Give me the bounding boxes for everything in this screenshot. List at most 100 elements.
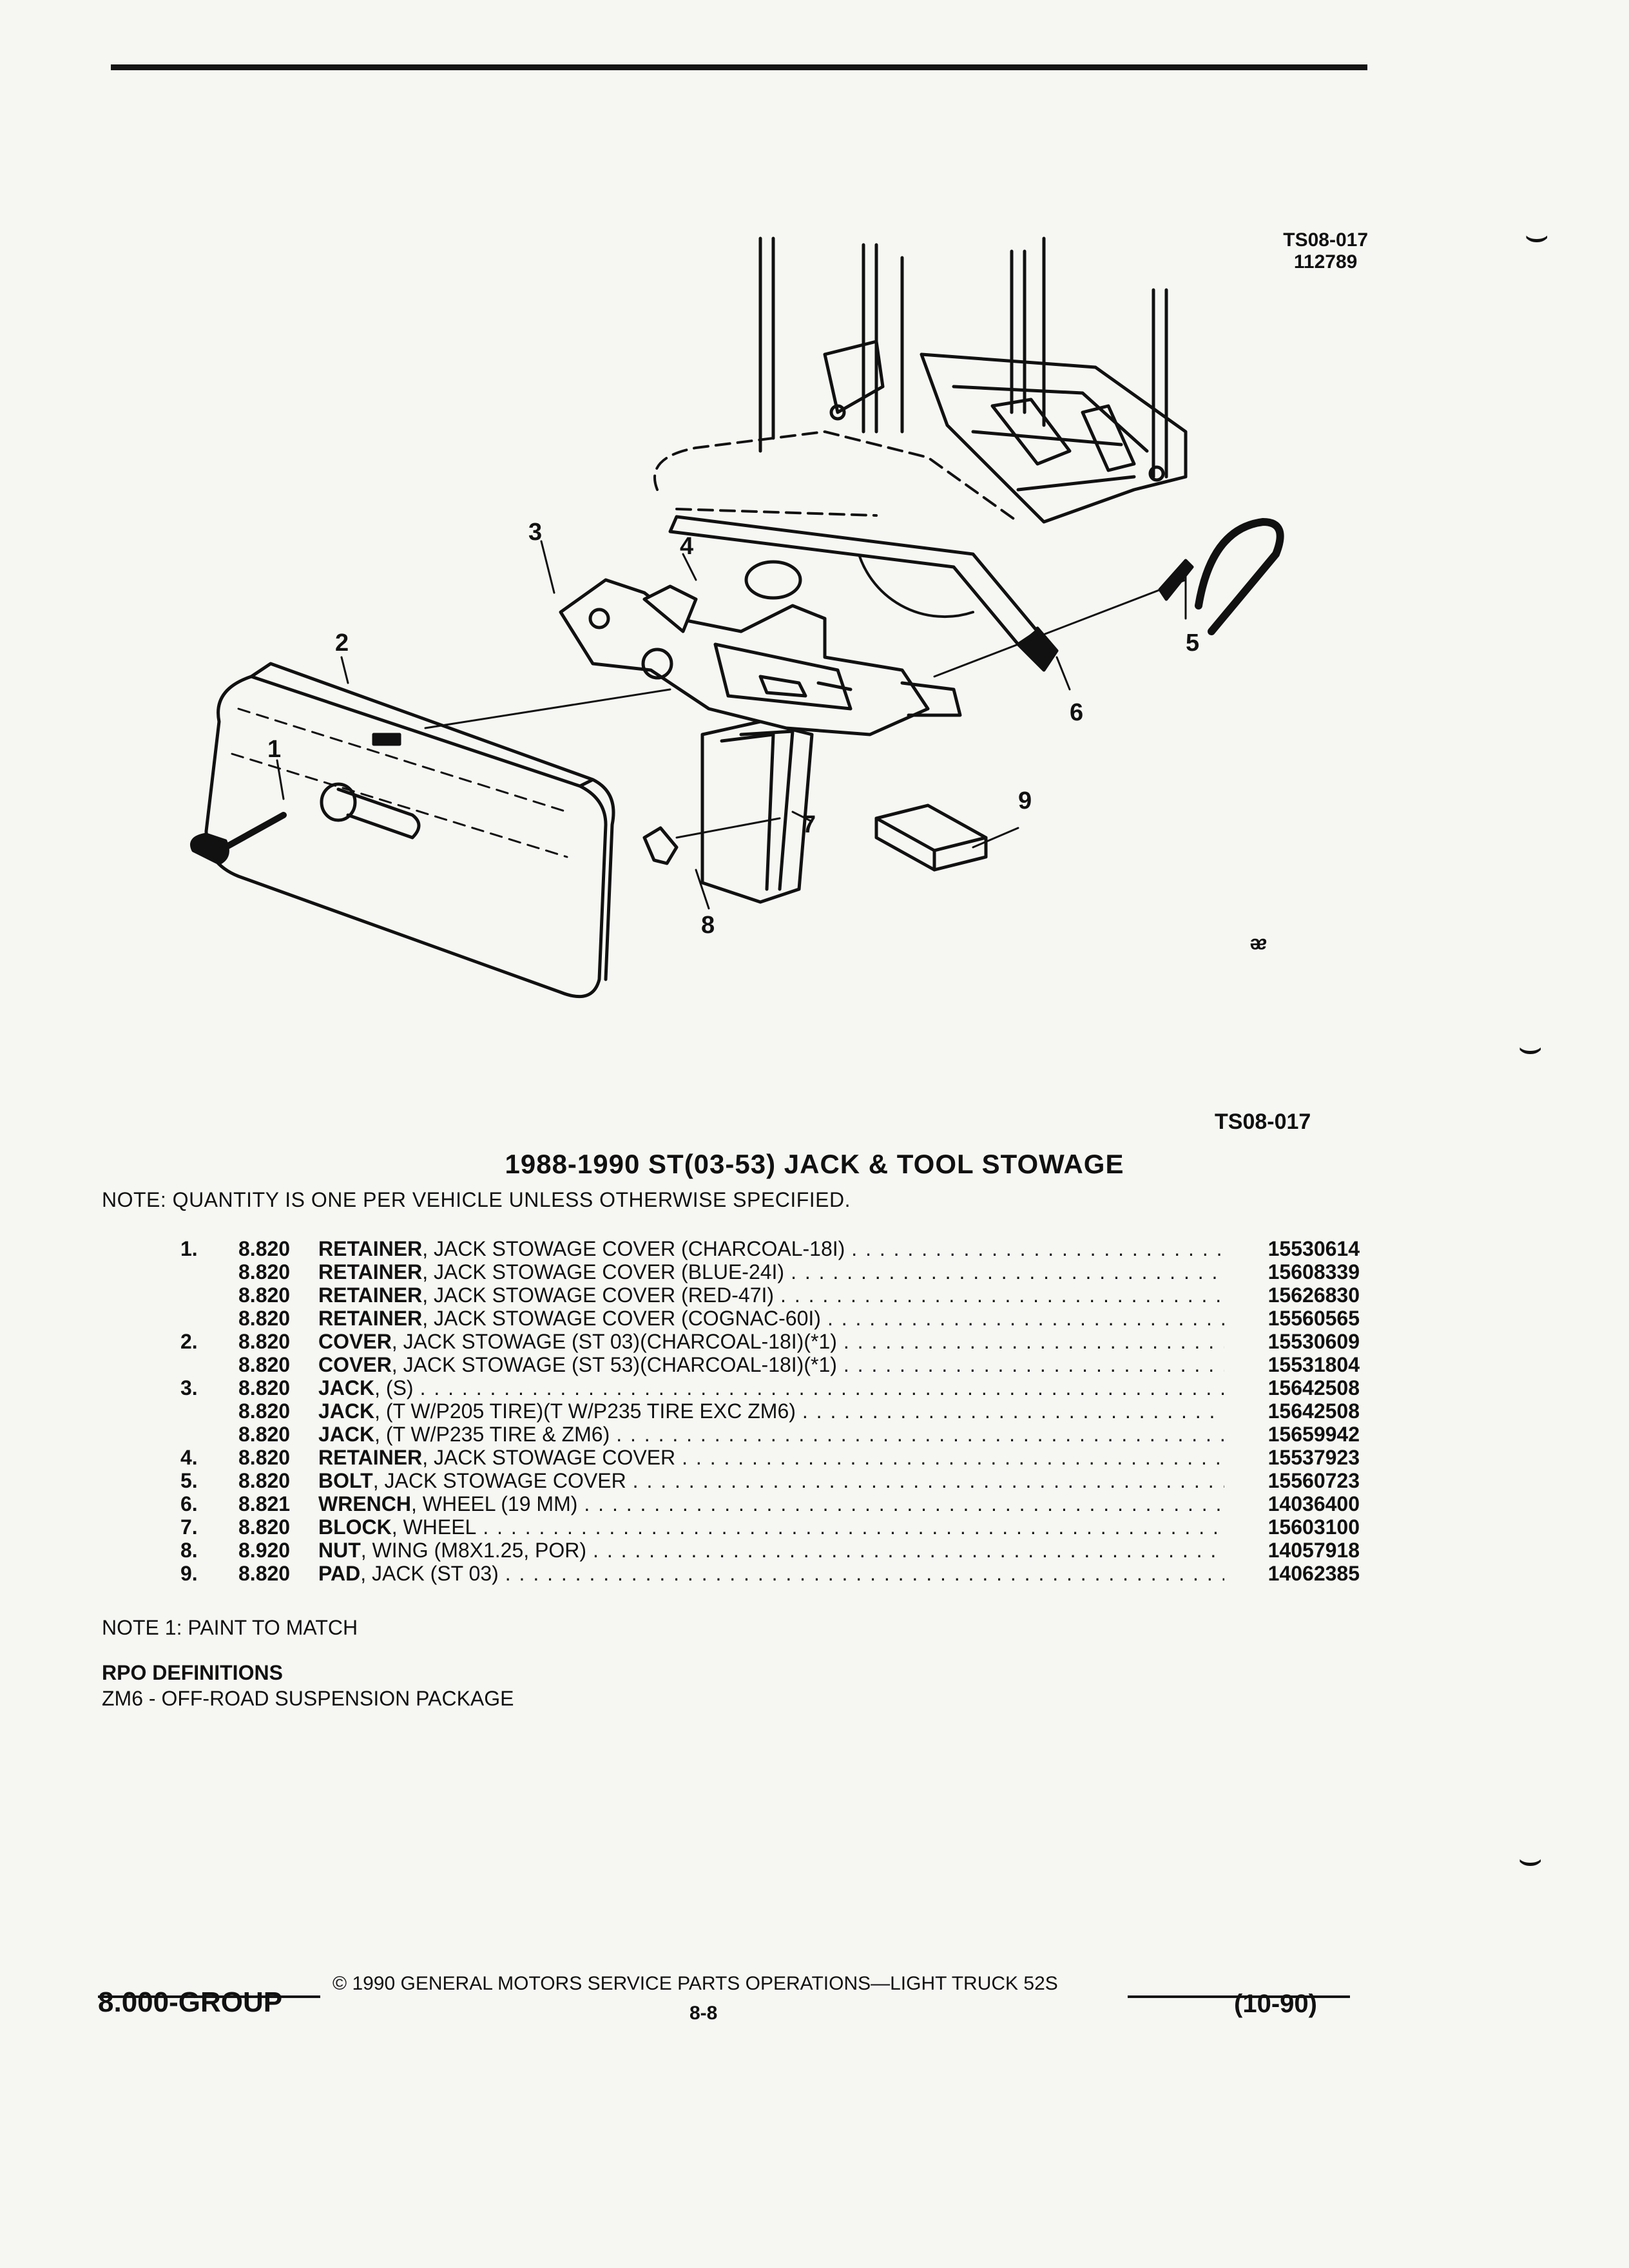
callout-8: 8 xyxy=(701,912,715,939)
footer-page-number: 8-8 xyxy=(689,2003,718,2024)
footer-rule-right xyxy=(1128,1995,1350,1998)
parts-row: 8.820 RETAINER, JACK STOWAGE COVER (COGNA… xyxy=(174,1307,1360,1330)
group-number: 8.821 xyxy=(238,1492,291,1515)
part-name: RETAINER xyxy=(318,1283,423,1307)
part-description: RETAINER, JACK STOWAGE COVER (COGNAC-60I… xyxy=(318,1307,1224,1330)
part-description: WRENCH, WHEEL (19 MM) xyxy=(318,1492,1224,1515)
part-number: 15560723 xyxy=(1268,1469,1360,1492)
part-name: JACK xyxy=(318,1376,375,1399)
wing-nut xyxy=(642,826,679,865)
jack-pad xyxy=(874,803,988,872)
callout-6: 6 xyxy=(1070,699,1083,726)
part-detail: , JACK STOWAGE (ST 53)(CHARCOAL-18I)(*1) xyxy=(391,1353,837,1376)
part-number: 15659942 xyxy=(1268,1423,1360,1446)
group-number: 8.920 xyxy=(238,1539,291,1562)
group-number: 8.820 xyxy=(238,1260,291,1283)
part-number: 15537923 xyxy=(1268,1446,1360,1469)
figure-code-block: TS08-017 112789 xyxy=(1283,229,1368,273)
part-description: COVER, JACK STOWAGE (ST 53)(CHARCOAL-18I… xyxy=(318,1353,1224,1376)
item-number: 2. xyxy=(180,1330,198,1353)
figure-number: 112789 xyxy=(1293,251,1358,273)
group-number: 8.820 xyxy=(238,1283,291,1307)
part-name: RETAINER xyxy=(318,1307,423,1330)
part-number: 15642508 xyxy=(1268,1376,1360,1399)
part-name: WRENCH xyxy=(318,1492,411,1515)
callout-2: 2 xyxy=(335,629,349,657)
jack-stowage-cover xyxy=(204,662,615,999)
exploded-diagram: 1 2 3 4 5 6 7 8 9 xyxy=(190,236,1284,999)
item-number: 1. xyxy=(180,1237,198,1260)
item-number: 5. xyxy=(180,1469,198,1492)
group-number: 8.820 xyxy=(238,1423,291,1446)
part-name: BLOCK xyxy=(318,1515,392,1539)
leader-dots xyxy=(780,1283,1224,1307)
item-number: 6. xyxy=(180,1492,198,1515)
vehicle-pillars xyxy=(758,236,1168,479)
leader-dots xyxy=(593,1539,1224,1562)
part-description: BLOCK, WHEEL xyxy=(318,1515,1224,1539)
part-detail: , WHEEL (19 MM) xyxy=(410,1492,578,1515)
part-description: COVER, JACK STOWAGE (ST 03)(CHARCOAL-18I… xyxy=(318,1330,1224,1353)
callout-5: 5 xyxy=(1186,629,1199,657)
wheel-arc xyxy=(856,546,974,619)
parts-row: 8.820 RETAINER, JACK STOWAGE COVER (BLUE-… xyxy=(174,1260,1360,1283)
item-number: 4. xyxy=(180,1446,198,1469)
parts-row: 5. 8.820 BOLT, JACK STOWAGE COVER 15560723 xyxy=(174,1469,1360,1492)
figure-code-bottom: TS08-017 xyxy=(1215,1110,1311,1134)
page-title: 1988-1990 ST(03-53) JACK & TOOL STOWAGE xyxy=(505,1149,1124,1179)
part-detail: , JACK STOWAGE COVER (CHARCOAL-18I) xyxy=(422,1237,845,1260)
part-detail: , JACK STOWAGE (ST 03)(CHARCOAL-18I)(*1) xyxy=(391,1330,837,1353)
binding-mark: ⌣ xyxy=(1518,1025,1543,1068)
part-number: 15530609 xyxy=(1268,1330,1360,1353)
part-number: 14062385 xyxy=(1268,1562,1360,1585)
part-number: 15530614 xyxy=(1268,1237,1360,1260)
callout-9: 9 xyxy=(1018,787,1032,814)
rpo-definition: ZM6 - OFF-ROAD SUSPENSION PACKAGE xyxy=(102,1687,514,1710)
callout-4: 4 xyxy=(680,533,693,560)
leader-dots xyxy=(633,1469,1224,1492)
gm-logo: ᵆ xyxy=(1250,931,1267,963)
part-detail: , JACK STOWAGE COVER (RED-47I) xyxy=(422,1283,775,1307)
group-number: 8.820 xyxy=(238,1469,291,1492)
part-detail: , JACK STOWAGE COVER (COGNAC-60I) xyxy=(422,1307,821,1330)
group-number: 8.820 xyxy=(238,1353,291,1376)
wheel-block xyxy=(700,720,814,904)
stowage-bolt xyxy=(1158,559,1194,601)
item-number: 9. xyxy=(180,1562,198,1585)
part-name: JACK xyxy=(318,1399,375,1423)
binding-mark: ⌣ xyxy=(1524,213,1550,256)
floor-tray xyxy=(653,430,1019,523)
scissor-jack xyxy=(559,560,962,736)
part-number: 15642508 xyxy=(1268,1399,1360,1423)
stowage-bracket xyxy=(823,340,1188,524)
group-number: 8.820 xyxy=(238,1446,291,1469)
part-name: RETAINER xyxy=(318,1237,423,1260)
part-name: RETAINER xyxy=(318,1260,423,1283)
part-detail: , WHEEL xyxy=(391,1515,477,1539)
part-number: 14036400 xyxy=(1268,1492,1360,1515)
item-number: 8. xyxy=(180,1539,198,1562)
part-name: RETAINER xyxy=(318,1446,423,1469)
part-name: PAD xyxy=(318,1562,361,1585)
part-description: RETAINER, JACK STOWAGE COVER (BLUE-24I) xyxy=(318,1260,1224,1283)
group-number: 8.820 xyxy=(238,1307,291,1330)
part-description: JACK, (T W/P205 TIRE)(T W/P235 TIRE EXC … xyxy=(318,1399,1224,1423)
part-description: JACK, (S) xyxy=(318,1376,1224,1399)
part-name: BOLT xyxy=(318,1469,373,1492)
part-description: NUT, WING (M8X1.25, POR) xyxy=(318,1539,1224,1562)
part-name: COVER xyxy=(318,1330,392,1353)
leader-dots xyxy=(791,1260,1224,1283)
part-detail: , (S) xyxy=(374,1376,414,1399)
parts-row: 8.820 COVER, JACK STOWAGE (ST 53)(CHARCOA… xyxy=(174,1353,1360,1376)
binding-mark: ⌣ xyxy=(1518,1837,1543,1880)
footer-date: (10-90) xyxy=(1234,1990,1317,2018)
part-number: 15626830 xyxy=(1268,1283,1360,1307)
leader-dots xyxy=(827,1307,1224,1330)
callout-1: 1 xyxy=(267,736,281,763)
part-detail: , JACK STOWAGE COVER xyxy=(372,1469,626,1492)
